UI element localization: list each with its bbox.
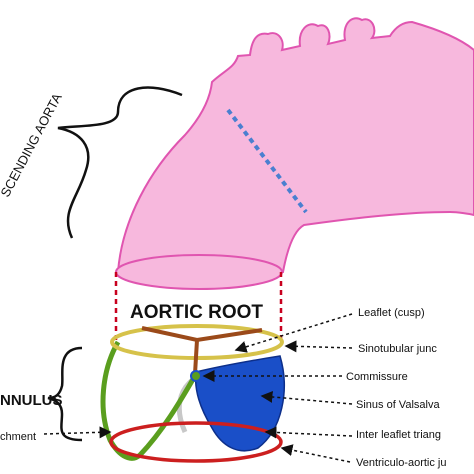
annulus-bracket	[47, 346, 83, 442]
label-attachment: chment	[0, 431, 36, 443]
ventriculo-aortic-ring	[109, 421, 283, 463]
attachment-arrow	[43, 426, 112, 439]
blue-sinus-of-valsalva	[194, 355, 285, 452]
inter-leaflet-arrow	[264, 426, 353, 439]
leaflet-arrow	[234, 313, 353, 353]
label-ventriculo: Ventriculo-aortic ju	[356, 457, 447, 469]
aorta-arch	[116, 17, 474, 273]
label-inter-leaflet: Inter leaflet triang	[356, 429, 441, 441]
label-annulus: NNULUS	[0, 392, 63, 409]
leaflet-lines	[141, 326, 263, 375]
sinotubular-arrow	[284, 340, 353, 353]
green-leaflet	[100, 340, 199, 461]
commissure-marker	[190, 370, 202, 382]
label-commissure: Commissure	[346, 371, 408, 383]
label-sinotubular: Sinotubular junc	[358, 343, 437, 355]
label-leaflet: Leaflet (cusp)	[358, 307, 425, 319]
ascending-aorta-brace	[57, 86, 183, 239]
ventriculo-arrow	[280, 444, 351, 463]
sinotubular-dotted-line	[226, 108, 308, 214]
label-sinus: Sinus of Valsalva	[356, 399, 440, 411]
aortic-root-top-ellipse	[115, 254, 283, 290]
label-aortic-root: AORTIC ROOT	[130, 302, 263, 323]
label-ascending-aorta: SCENDING AORTA	[0, 90, 65, 199]
